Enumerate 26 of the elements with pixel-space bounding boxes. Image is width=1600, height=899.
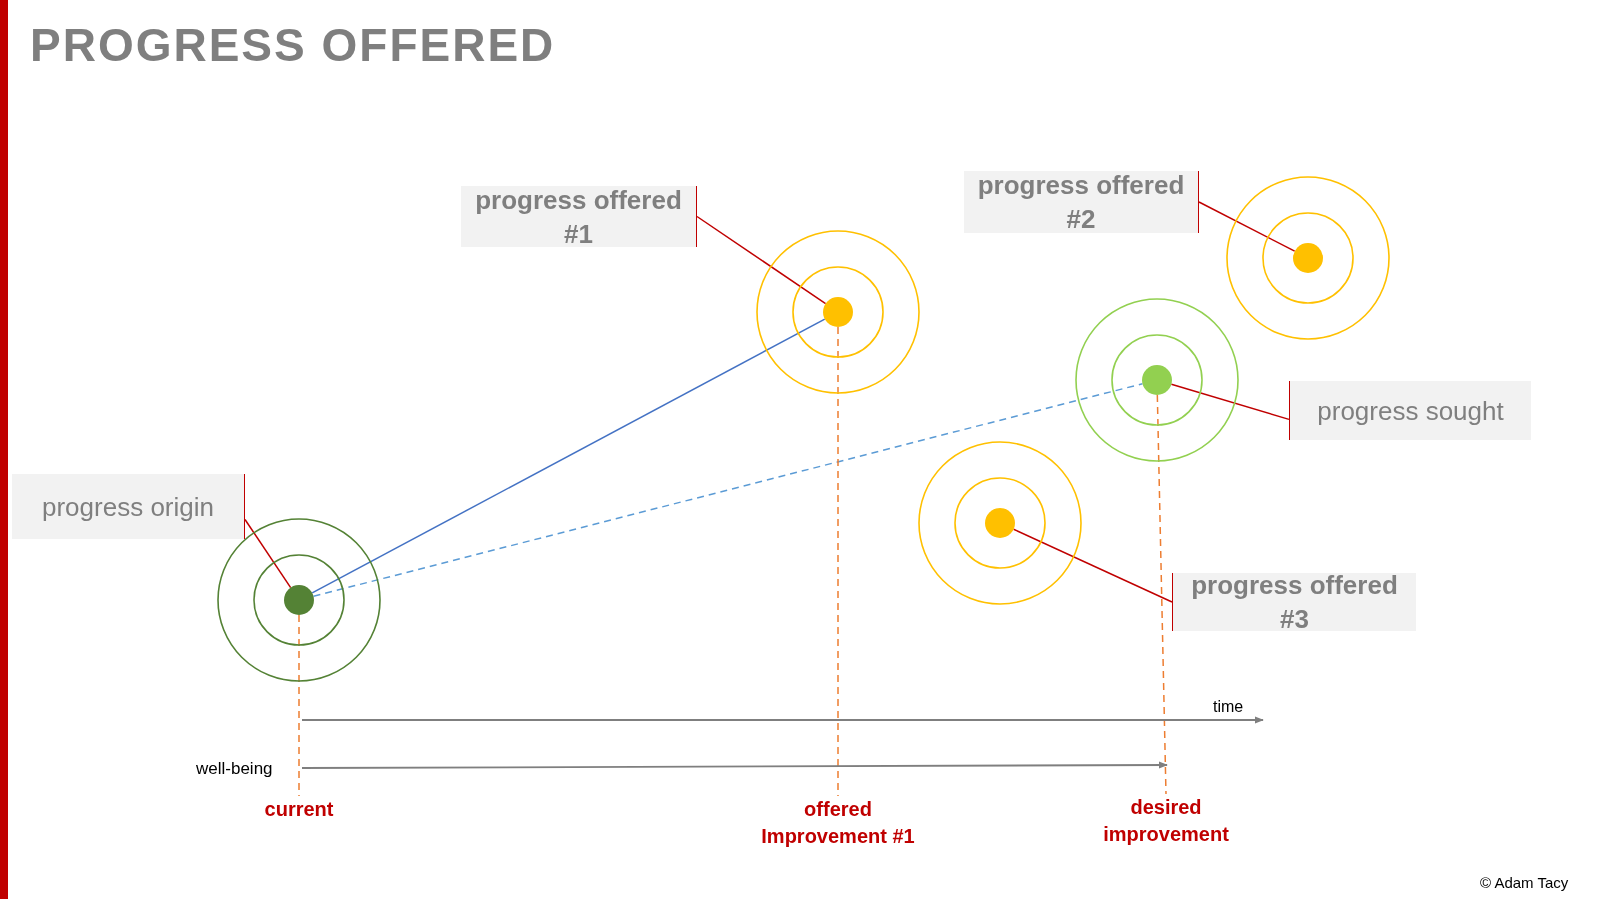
- callout-box: progress offered #2: [964, 171, 1199, 233]
- connector-line: [312, 383, 1144, 597]
- leader-line: [696, 215, 827, 305]
- callout-box: progress offered #1: [461, 186, 697, 247]
- connector-line: [311, 318, 826, 594]
- target-drawing: [1075, 298, 1239, 462]
- copyright-note: © Adam Tacy: [1480, 874, 1569, 891]
- title: PROGRESS OFFERED: [30, 18, 556, 72]
- drop-line: [298, 614, 300, 797]
- callout-box: progress sought: [1289, 381, 1531, 440]
- drop-line: [837, 326, 839, 797]
- leader-line: [1170, 383, 1290, 421]
- axis-label: well-being: [196, 759, 273, 779]
- target-drawing: [918, 441, 1082, 605]
- drop-line: [1156, 394, 1167, 795]
- target-drawing: [1226, 176, 1390, 340]
- axis-value-label: offered Improvement #1: [755, 796, 921, 850]
- axis-value-label: desired improvement: [1096, 794, 1236, 848]
- axis-value-label: current: [259, 796, 339, 823]
- callout-box: progress origin: [12, 474, 245, 539]
- axis-label: time: [1213, 698, 1244, 716]
- target-drawing: [756, 230, 920, 394]
- leader-line: [1012, 528, 1173, 603]
- target-drawing: [217, 518, 381, 682]
- leader-line: [1198, 201, 1296, 252]
- callout-box: progress offered #3: [1172, 573, 1416, 631]
